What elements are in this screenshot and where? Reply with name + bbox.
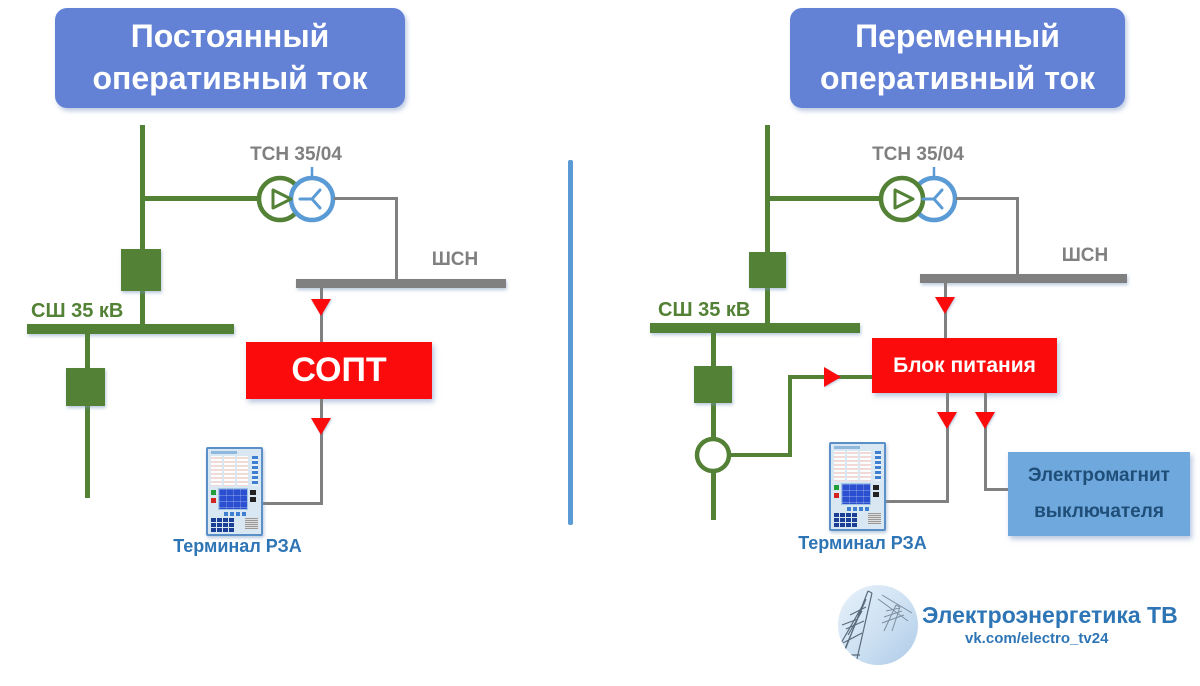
power-flow-arrow-icon — [935, 297, 955, 314]
dc-main-bus-label: СШ 35 кВ — [31, 300, 124, 322]
dc-aux-bus-label: ШСН — [431, 249, 479, 270]
current-transformer-icon — [694, 436, 732, 474]
brand-url: vk.com/electro_tv24 — [965, 630, 1109, 647]
power-flow-arrow-icon — [937, 412, 957, 429]
ac-electromagnet-link-line — [984, 488, 1010, 491]
ac-terminal-link-line — [885, 500, 948, 503]
dc-feeder-line — [140, 125, 145, 326]
breaker-icon — [749, 252, 786, 288]
brand-logo-icon — [838, 585, 918, 665]
ac-transformer-branch-line — [767, 196, 880, 201]
ac-aux-link-v — [1016, 197, 1019, 274]
ac-main-bus-label: СШ 35 кВ — [658, 299, 751, 321]
device-lcd-screen — [218, 488, 248, 510]
ac-terminal-label: Терминал РЗА — [798, 533, 927, 553]
device-keypad — [211, 518, 234, 532]
dc-main-busbar — [27, 324, 234, 334]
ac-header: Переменный оперативный ток — [790, 8, 1125, 108]
ac-outgoing-line-lower — [711, 472, 716, 520]
dc-header-label: Постоянный оперативный ток — [92, 18, 368, 96]
ac-power-supply-box: Блок питания — [872, 338, 1057, 393]
ac-feeder-line — [765, 125, 770, 325]
ac-transformer-label: ТСН 35/04 — [872, 144, 964, 165]
device-label-strip — [834, 446, 860, 450]
brand-title: Электроэнергетика ТВ — [922, 602, 1178, 628]
ac-main-busbar — [650, 323, 860, 333]
dc-aux-busbar — [296, 279, 506, 288]
device-nav-buttons — [211, 512, 258, 516]
ac-electromagnet-feed-line — [984, 393, 987, 491]
device-side-buttons — [873, 483, 879, 497]
ac-header-label: Переменный оперативный ток — [819, 18, 1096, 96]
electromagnet-box: Электромагнит выключателя — [1008, 452, 1190, 536]
device-led-panel — [211, 456, 258, 486]
transformer-icon — [878, 167, 958, 223]
ac-power-supply-label: Блок питания — [893, 353, 1036, 377]
ac-terminal-feed-line — [946, 393, 949, 503]
ac-aux-link-h — [956, 197, 1019, 200]
dc-aux-link-v — [395, 197, 398, 279]
dc-terminal-link-line — [262, 502, 323, 505]
power-flow-arrow-icon — [311, 418, 331, 435]
device-barcode — [868, 513, 881, 524]
ct-tap-line-h1 — [731, 453, 790, 457]
dc-power-source-box: СОПТ — [246, 342, 432, 399]
device-side-buttons — [250, 488, 256, 502]
device-function-buttons — [211, 488, 216, 503]
device-keypad — [834, 513, 857, 527]
relay-terminal-device — [206, 447, 263, 536]
dc-header: Постоянный оперативный ток — [55, 8, 405, 108]
device-label-strip — [211, 451, 237, 455]
power-flow-arrow-icon — [975, 412, 995, 429]
dc-terminal-label: Терминал РЗА — [173, 536, 302, 556]
ct-tap-line-v — [788, 375, 792, 457]
device-nav-buttons — [834, 507, 881, 511]
dc-transformer-branch-line — [142, 196, 260, 201]
ac-aux-busbar — [920, 274, 1127, 283]
ac-aux-bus-label: ШСН — [1061, 245, 1109, 266]
device-led-panel — [834, 451, 881, 481]
section-divider — [568, 160, 573, 525]
electromagnet-label-line1: Электромагнит — [1028, 464, 1170, 486]
power-flow-arrow-icon — [311, 299, 331, 316]
relay-terminal-device — [829, 442, 886, 531]
breaker-icon — [694, 366, 732, 403]
dc-power-source-label: СОПТ — [291, 351, 387, 389]
dc-transformer-label: ТСН 35/04 — [250, 144, 342, 165]
power-flow-arrow-icon — [824, 367, 841, 387]
dc-terminal-feed-line — [320, 399, 323, 505]
dc-aux-link-h — [334, 197, 398, 200]
transformer-icon — [256, 167, 336, 223]
electromagnet-label-line2: выключателя — [1034, 501, 1164, 522]
device-function-buttons — [834, 483, 839, 498]
device-barcode — [245, 518, 258, 529]
device-lcd-screen — [841, 483, 871, 505]
dc-outgoing-line — [85, 334, 90, 498]
breaker-icon — [121, 249, 161, 291]
breaker-icon — [66, 368, 105, 406]
